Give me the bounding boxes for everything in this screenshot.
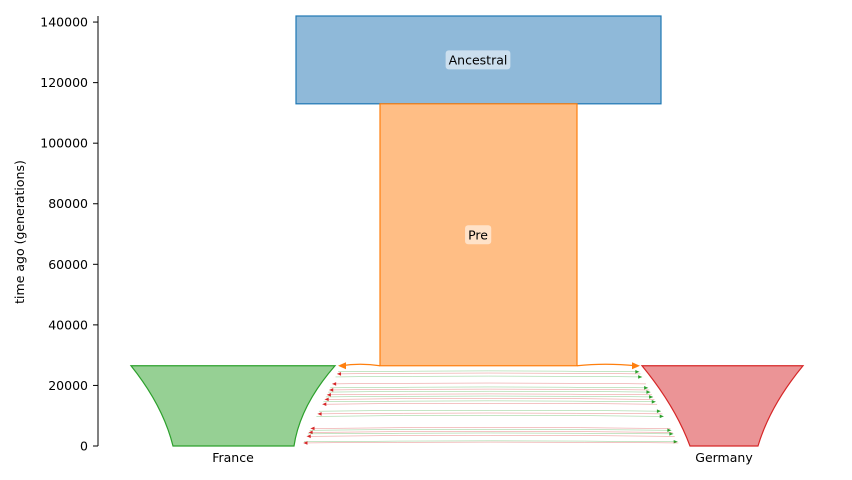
- deme-label-ancestral: Ancestral: [445, 50, 511, 70]
- y-ticks: 0 20000 40000 60000 80000 100000 120000 140000: [40, 15, 98, 454]
- migration-arrowhead: [651, 399, 656, 404]
- deme-germany: [640, 365, 805, 447]
- migration-line: [335, 375, 643, 378]
- migration-arrowhead: [324, 397, 329, 402]
- migration-line: [338, 370, 640, 373]
- y-tick-label: 20000: [48, 378, 88, 393]
- migration-arrowhead: [308, 430, 313, 435]
- migration-arrow: [323, 399, 656, 404]
- split-arrow-to-germany: [576, 363, 637, 367]
- split-arrowhead-germany: [632, 362, 640, 370]
- x-tick-label-germany: Germany: [695, 450, 753, 465]
- migration-line: [318, 410, 661, 412]
- migration-arrowhead: [303, 441, 308, 445]
- migration-arrow: [325, 395, 654, 399]
- migration-arrowhead: [326, 393, 331, 397]
- migration-line: [328, 390, 651, 393]
- split-arrow-to-france: [340, 363, 381, 367]
- migration-arrowhead: [646, 390, 651, 394]
- migration-arrowhead: [635, 370, 640, 374]
- deme-label-pre-box: [465, 225, 492, 245]
- migration-arrow: [308, 430, 673, 435]
- y-tick-label: 140000: [40, 15, 88, 30]
- deme-france: [129, 365, 337, 447]
- migration-line: [322, 403, 658, 405]
- migration-line: [308, 431, 673, 433]
- y-tick-label: 40000: [48, 317, 88, 332]
- migration-line: [303, 441, 679, 444]
- migration-line: [307, 432, 674, 435]
- y-axis-label: time ago (generations): [12, 160, 27, 304]
- migration-arrow: [310, 426, 671, 431]
- migration-arrow: [318, 409, 661, 413]
- migration-line: [330, 386, 649, 389]
- migration-arrow: [317, 412, 663, 416]
- migration-arrowhead: [669, 432, 674, 436]
- migration-arrow: [332, 382, 646, 386]
- deme-label-ancestral-text: Ancestral: [449, 52, 508, 67]
- migration-arrow: [338, 370, 640, 374]
- migration-arrowhead: [659, 414, 664, 419]
- migration-arrowhead: [332, 382, 337, 386]
- migration-arrowhead: [329, 388, 334, 392]
- migration-arrow: [303, 441, 679, 445]
- migration-arrow: [304, 439, 678, 444]
- migration-arrow: [306, 434, 675, 439]
- migration-arrowhead: [337, 372, 342, 376]
- y-tick-label: 100000: [40, 136, 88, 151]
- migration-arrow: [326, 393, 652, 397]
- migration-line: [323, 400, 656, 403]
- migration-line: [332, 382, 646, 385]
- deme-ancestral: [295, 15, 662, 105]
- migration-arrow: [322, 402, 658, 407]
- migration-arrow: [316, 414, 664, 419]
- y-tick-label: 120000: [40, 75, 88, 90]
- migration-arrow: [330, 386, 649, 390]
- migration-arrowhead: [644, 386, 649, 390]
- deme-label-pre: Pre: [465, 225, 492, 245]
- migration-arrow: [337, 372, 641, 376]
- deme-label-ancestral-box: [445, 50, 511, 70]
- y-tick-label: 80000: [48, 196, 88, 211]
- migration-line: [309, 429, 672, 431]
- migration-arrow: [324, 397, 655, 402]
- migration-arrow: [309, 428, 672, 433]
- migration-line: [326, 393, 652, 396]
- migration-arrowhead: [638, 375, 643, 379]
- migration-arrowhead: [673, 439, 678, 444]
- migration-line: [310, 427, 671, 429]
- migration-line: [304, 440, 678, 443]
- migration-arrowhead: [656, 409, 661, 413]
- migration-arrow: [335, 375, 643, 379]
- migration-arrowhead: [322, 402, 327, 407]
- migration-line: [317, 412, 663, 415]
- migration-line: [306, 435, 675, 437]
- migration-arrows: [303, 370, 679, 445]
- x-tick-label-france: France: [212, 450, 254, 465]
- migration-arrow: [307, 432, 674, 436]
- migration-arrowhead: [306, 434, 311, 439]
- y-tick-label: 0: [80, 439, 88, 454]
- migration-arrowhead: [667, 428, 672, 433]
- migration-line: [325, 395, 654, 398]
- migration-arrow: [329, 388, 650, 392]
- migration-line: [324, 398, 655, 400]
- deme-label-pre-text: Pre: [468, 227, 488, 242]
- migration-arrowhead: [649, 395, 654, 399]
- migration-arrowhead: [310, 426, 315, 431]
- y-tick-label: 60000: [48, 257, 88, 272]
- migration-line: [329, 388, 650, 391]
- split-arrowhead-france: [338, 362, 346, 370]
- migration-line: [337, 372, 641, 375]
- migration-line: [316, 415, 664, 417]
- migration-arrow: [328, 390, 651, 394]
- migration-arrowhead: [317, 412, 322, 416]
